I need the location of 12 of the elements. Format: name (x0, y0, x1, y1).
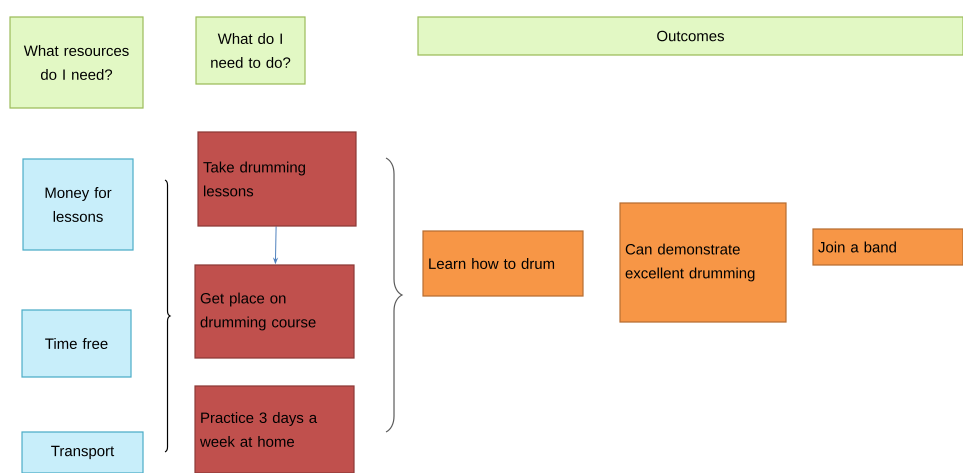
action-box: Practice 3 days a week at home (194, 385, 355, 473)
outcome-box: Learn how to drum (422, 230, 584, 297)
action-box: Take drumming lessons (197, 131, 357, 227)
resource-box: Transport (21, 431, 144, 473)
action-box: Get place on drumming course (194, 264, 355, 359)
outcome-box: Can demonstrate excellent drumming (619, 202, 787, 323)
header-box: What resources do I need? (9, 16, 144, 109)
header-box: Outcomes (417, 16, 963, 56)
outcome-box: Join a band (812, 228, 963, 266)
resource-box: Time free (21, 309, 132, 378)
header-box: What do I need to do? (195, 16, 306, 85)
resource-box: Money for lessons (22, 158, 134, 251)
